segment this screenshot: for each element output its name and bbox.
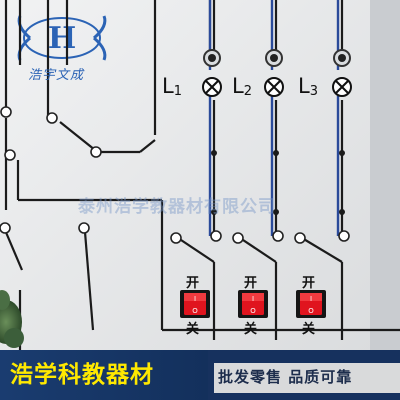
watermark: 泰州浩学教器材有限公司 [78, 197, 276, 217]
switch-3-off-label: 关 [302, 322, 316, 337]
lamp-symbols [202, 77, 352, 97]
junction-dots [211, 150, 345, 215]
rocker-switch-3[interactable]: I O [296, 290, 326, 318]
lamp-label-1: L1 [162, 74, 182, 99]
switch-1-off-label: 关 [186, 322, 200, 337]
promo-banner-right [214, 363, 400, 393]
terminal-posts [0, 106, 350, 244]
lamp-socket-1 [203, 49, 221, 67]
svg-text:I: I [252, 295, 254, 303]
svg-text:O: O [250, 307, 256, 315]
switch-3-on-label: 开 [302, 276, 316, 291]
lamp-socket-3 [333, 49, 351, 67]
svg-text:O: O [308, 307, 314, 315]
lamp-socket-2 [265, 49, 283, 67]
lamp-sockets [203, 49, 351, 67]
lamp-symbol-3-icon [332, 77, 352, 97]
switch-1-on-label: 开 [186, 276, 200, 291]
lamp-label-3: L3 [298, 74, 318, 99]
svg-text:O: O [192, 307, 198, 315]
rocker-switch-2[interactable]: I O [238, 290, 268, 318]
svg-text:I: I [310, 295, 312, 303]
logo-letter: H [48, 21, 76, 56]
lamp-label-2: L2 [232, 74, 252, 99]
plant-foliage [0, 290, 24, 348]
rocker-switch-1[interactable]: I O [180, 290, 210, 318]
lamp-symbol-2-icon [264, 77, 284, 97]
logo-tagline: 浩宇文成 [28, 68, 85, 83]
promo-banner-left [0, 350, 208, 400]
lamp-symbol-1-icon [202, 77, 222, 97]
switch-2-off-label: 关 [244, 322, 258, 337]
banner-slogan: 批发零售 品质可靠 [218, 368, 353, 386]
switch-2-on-label: 开 [244, 276, 258, 291]
rocker-switches: I O I O I O [180, 290, 326, 318]
banner-brand-text: 浩学科教器材 [10, 362, 154, 388]
panel-edge [370, 0, 400, 350]
svg-text:I: I [194, 295, 196, 303]
